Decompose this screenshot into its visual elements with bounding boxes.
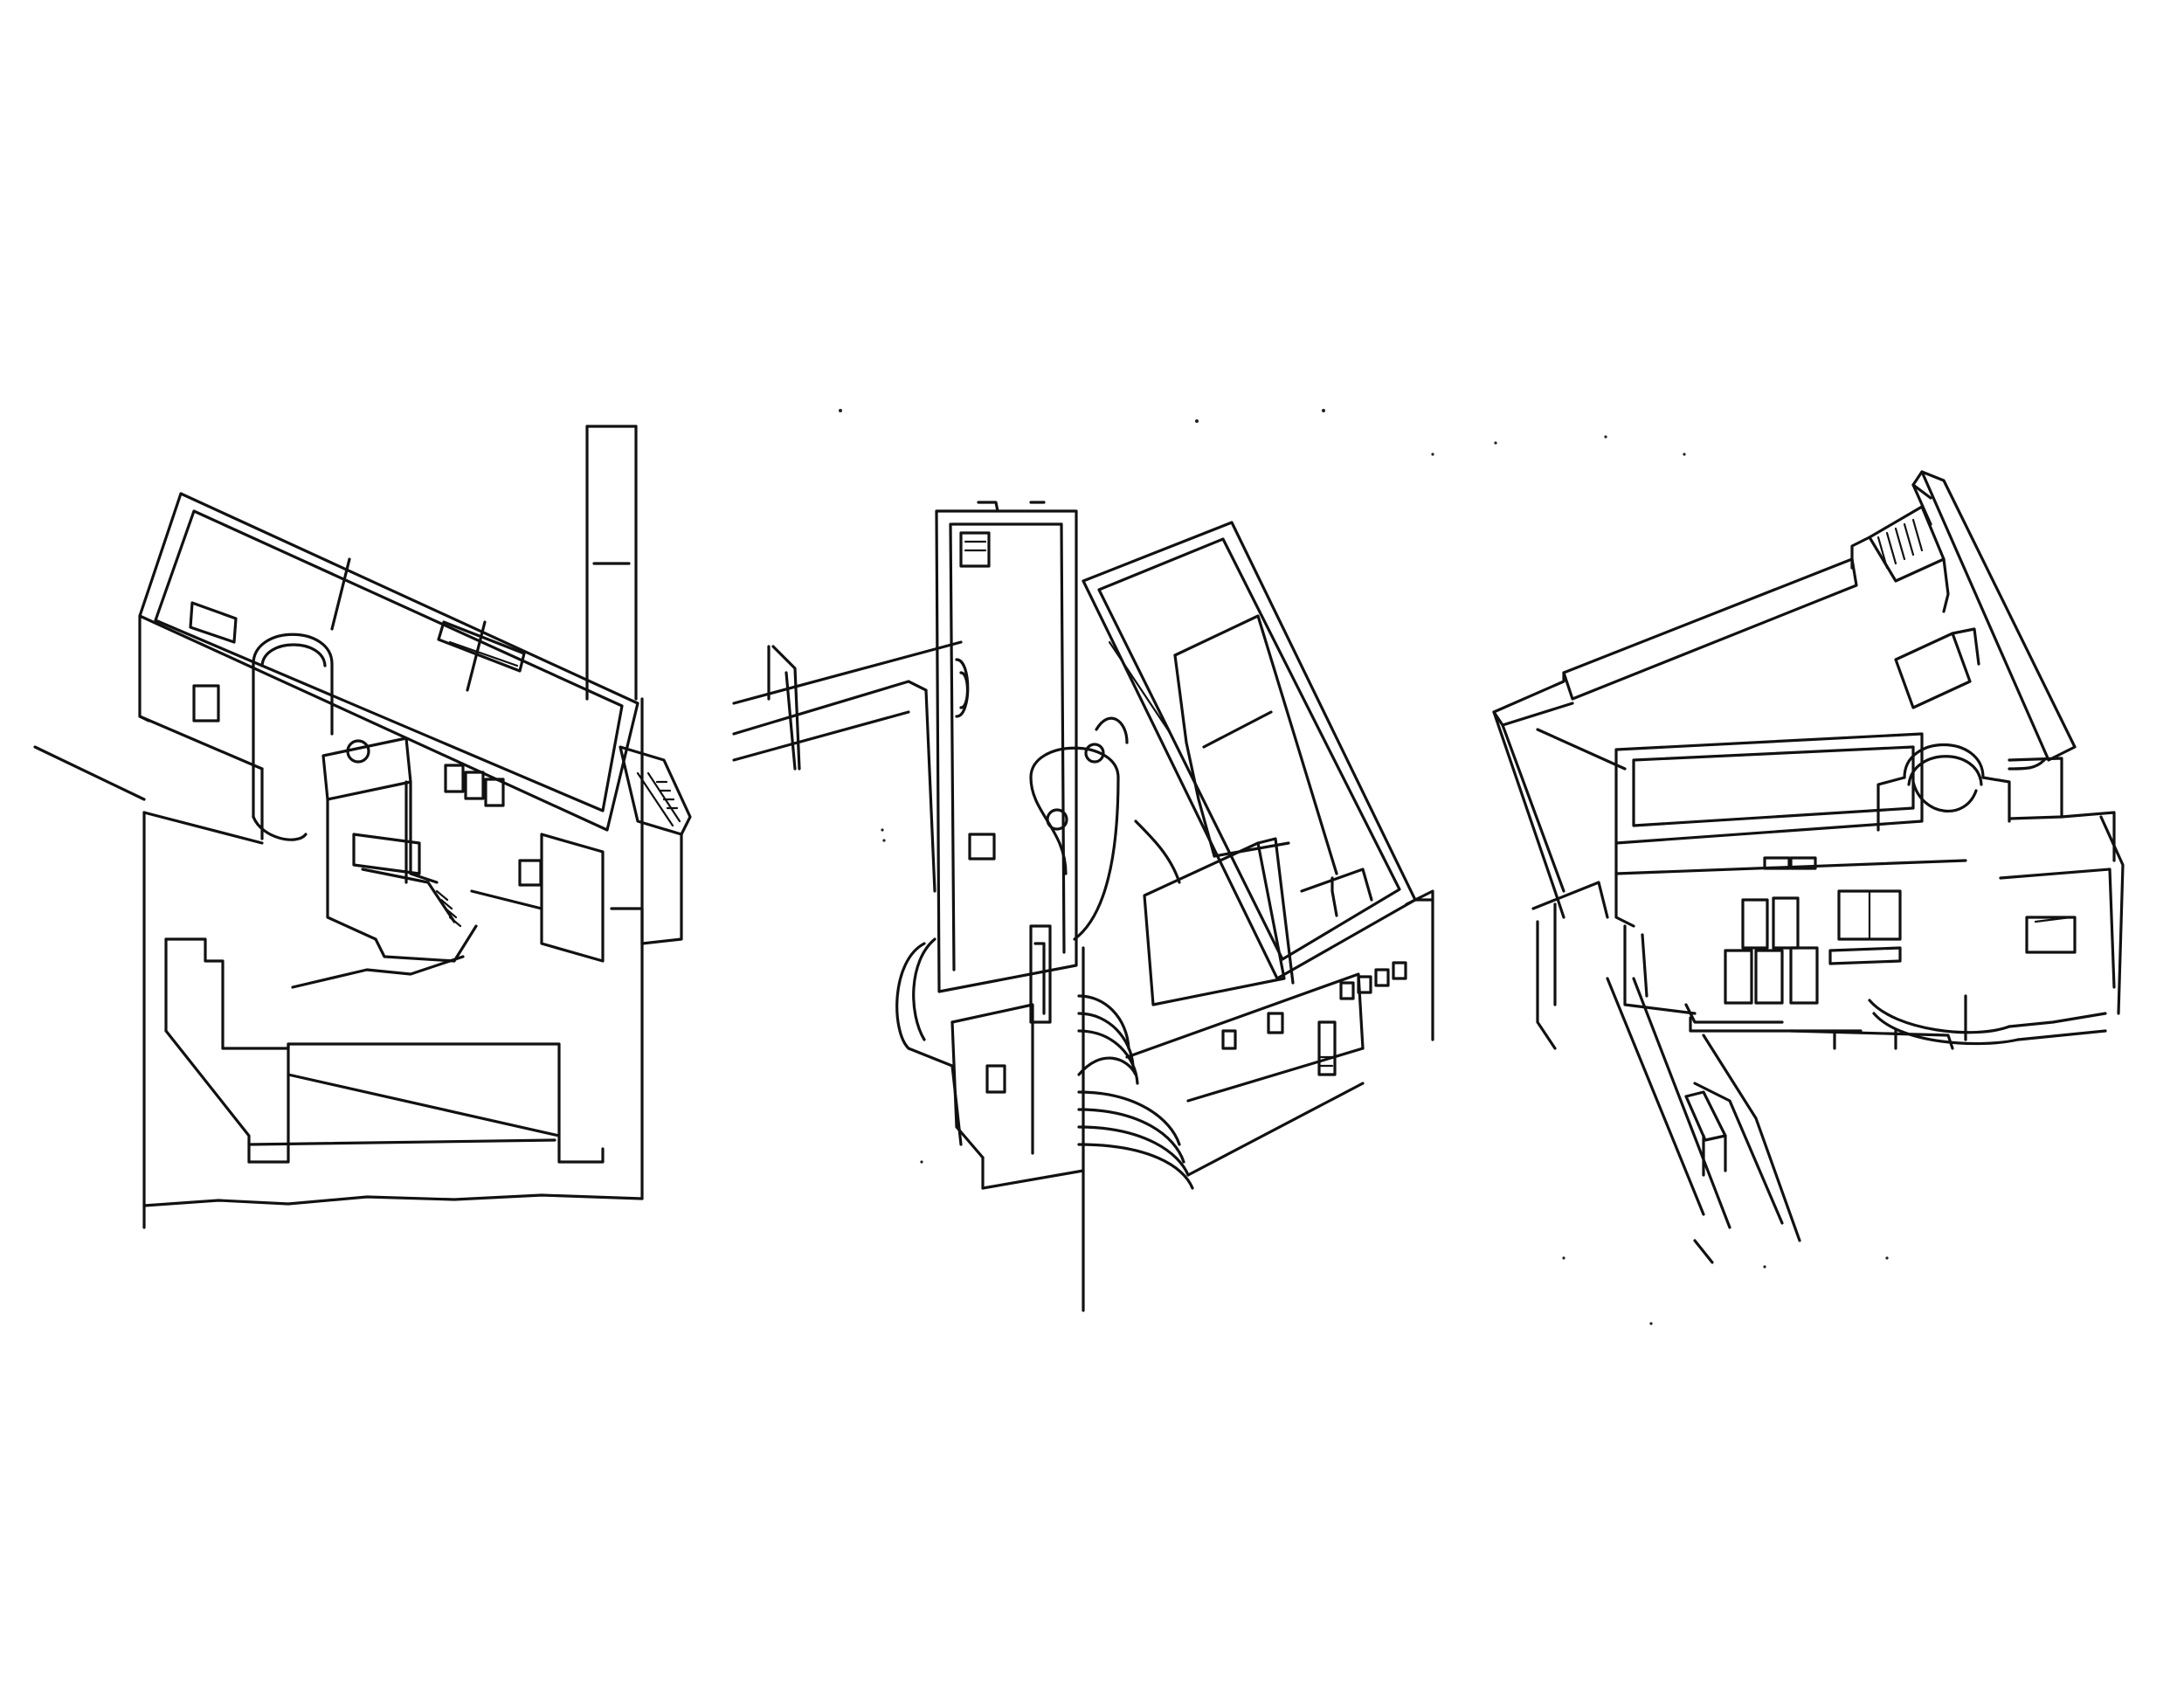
paper-speckles	[839, 409, 1889, 1325]
axonometric-view-2	[732, 501, 1434, 1312]
axonometric-view-3	[1492, 470, 2125, 1264]
axonometric-view-1	[33, 425, 692, 1229]
